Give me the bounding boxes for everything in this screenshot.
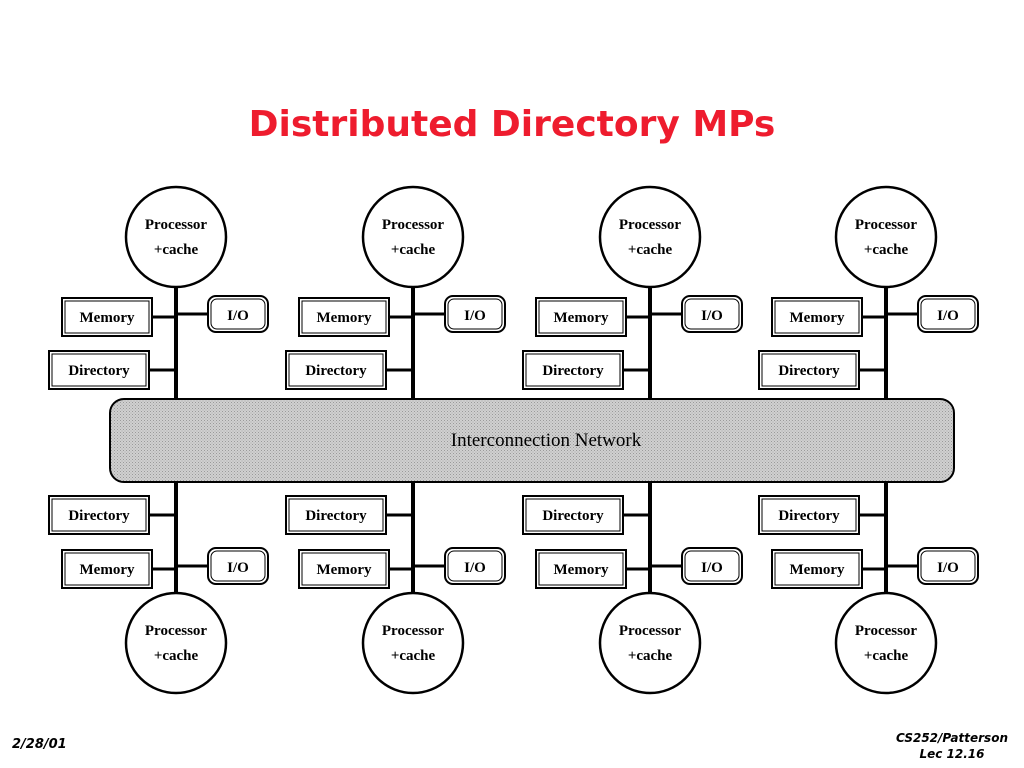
directory-box: Directory: [285, 495, 387, 535]
directory-label: Directory: [542, 363, 604, 379]
io-box: I/O: [681, 295, 743, 333]
memory-box: Memory: [298, 297, 390, 337]
directory-box: Directory: [758, 350, 860, 390]
processor-label: Processor: [619, 217, 682, 233]
io-box: I/O: [207, 547, 269, 585]
directory-label: Directory: [778, 363, 840, 379]
processor-node: Processor +cache: [124, 591, 228, 695]
footer-lecture: Lec 12.16: [919, 747, 985, 761]
network-label: Interconnection Network: [451, 430, 642, 451]
processor-label: Processor: [855, 623, 918, 639]
cache-label: +cache: [628, 648, 673, 664]
directory-box: Directory: [48, 495, 150, 535]
memory-box: Memory: [535, 297, 627, 337]
memory-label: Memory: [554, 310, 609, 326]
processor-node: Processor +cache: [834, 185, 938, 289]
directory-box: Directory: [522, 495, 624, 535]
io-label: I/O: [464, 560, 486, 576]
processor-node: Processor +cache: [361, 185, 465, 289]
directory-box: Directory: [522, 350, 624, 390]
io-label: I/O: [701, 560, 723, 576]
io-label: I/O: [227, 308, 249, 324]
memory-box: Memory: [61, 549, 153, 589]
memory-label: Memory: [80, 562, 135, 578]
processor-node: Processor +cache: [834, 591, 938, 695]
cache-label: +cache: [864, 648, 909, 664]
io-box: I/O: [917, 295, 979, 333]
cache-label: +cache: [154, 242, 199, 258]
io-label: I/O: [937, 560, 959, 576]
processor-label: Processor: [855, 217, 918, 233]
directory-label: Directory: [778, 508, 840, 524]
slide-title: Distributed Directory MPs: [248, 104, 776, 145]
cache-label: +cache: [628, 242, 673, 258]
directory-box: Directory: [48, 350, 150, 390]
io-label: I/O: [464, 308, 486, 324]
processor-label: Processor: [145, 217, 208, 233]
processor-node: Processor +cache: [124, 185, 228, 289]
directory-label: Directory: [68, 363, 130, 379]
directory-label: Directory: [305, 363, 367, 379]
io-box: I/O: [207, 295, 269, 333]
cache-label: +cache: [864, 242, 909, 258]
footer-course: CS252/Patterson: [895, 731, 1008, 745]
memory-box: Memory: [771, 549, 863, 589]
memory-box: Memory: [771, 297, 863, 337]
io-label: I/O: [701, 308, 723, 324]
processor-label: Processor: [382, 217, 445, 233]
processor-node: Processor +cache: [598, 591, 702, 695]
processor-label: Processor: [619, 623, 682, 639]
cache-label: +cache: [391, 648, 436, 664]
directory-label: Directory: [305, 508, 367, 524]
processor-node: Processor +cache: [361, 591, 465, 695]
directory-label: Directory: [68, 508, 130, 524]
io-box: I/O: [444, 547, 506, 585]
memory-label: Memory: [80, 310, 135, 326]
io-box: I/O: [681, 547, 743, 585]
memory-label: Memory: [317, 562, 372, 578]
memory-box: Memory: [61, 297, 153, 337]
cache-label: +cache: [391, 242, 436, 258]
io-box: I/O: [444, 295, 506, 333]
memory-label: Memory: [554, 562, 609, 578]
directory-box: Directory: [285, 350, 387, 390]
memory-label: Memory: [790, 310, 845, 326]
processor-node: Processor +cache: [598, 185, 702, 289]
footer-date: 2/28/01: [12, 737, 67, 752]
interconnection-network: Interconnection Network: [109, 398, 955, 483]
directory-box: Directory: [758, 495, 860, 535]
memory-label: Memory: [317, 310, 372, 326]
memory-box: Memory: [298, 549, 390, 589]
footer-course-info: CS252/Patterson Lec 12.16: [896, 730, 1008, 762]
memory-box: Memory: [535, 549, 627, 589]
io-label: I/O: [937, 308, 959, 324]
io-label: I/O: [227, 560, 249, 576]
memory-label: Memory: [790, 562, 845, 578]
processor-label: Processor: [382, 623, 445, 639]
directory-label: Directory: [542, 508, 604, 524]
cache-label: +cache: [154, 648, 199, 664]
io-box: I/O: [917, 547, 979, 585]
processor-label: Processor: [145, 623, 208, 639]
